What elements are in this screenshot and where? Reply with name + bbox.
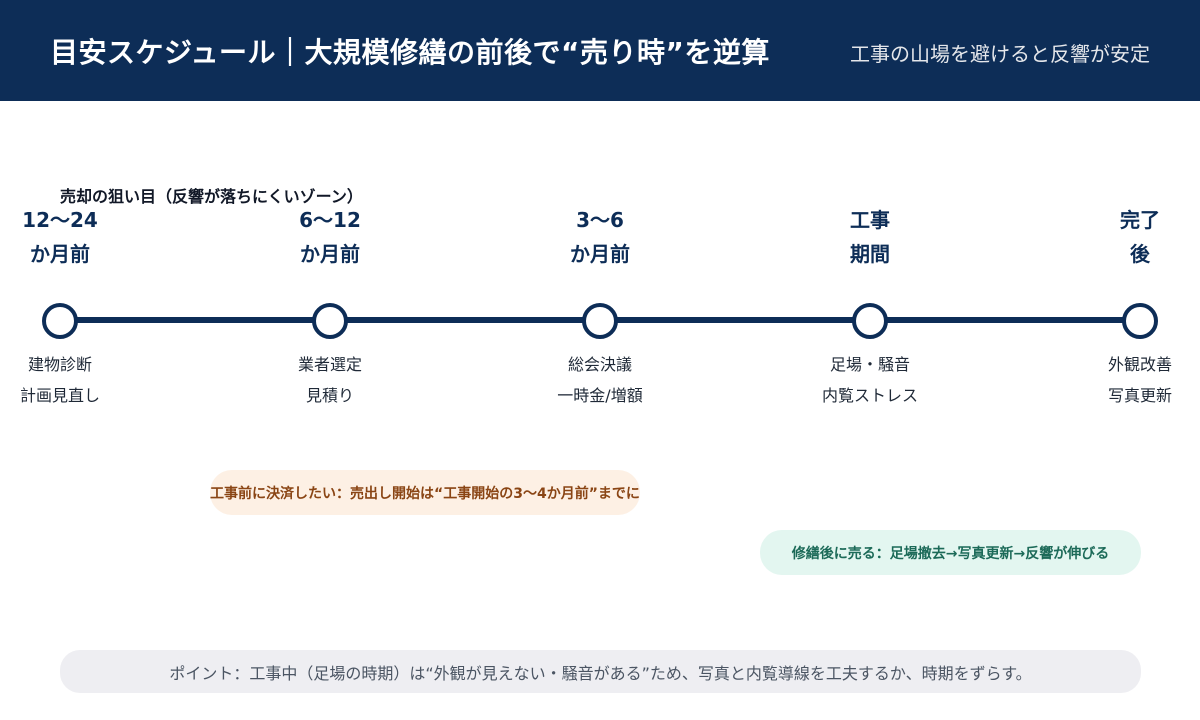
page-subtitle: 工事の山場を避けると反響が安定 — [850, 42, 1150, 66]
stage-task-4: 足場・騒音 内覧ストレス — [821, 355, 918, 405]
sell-zone-label: 売却の狙い目（反響が落ちにくいゾーン） — [60, 187, 363, 206]
stage-label-5: 完了 後 — [1120, 208, 1160, 266]
stage-task-5: 外観改善 写真更新 — [1107, 355, 1172, 405]
stage-label-1: 12〜24 か月前 — [22, 208, 98, 266]
timeline-node-4 — [852, 303, 888, 339]
footer-note: ポイント：工事中（足場の時期）は“外観が見えない・騒音がある”ため、写真と内覧導… — [60, 650, 1141, 693]
header-bar: 目安スケジュール｜大規模修繕の前後で“売り時”を逆算 工事の山場を避けると反響が… — [0, 0, 1200, 101]
stage-label-3: 3〜6 か月前 — [570, 208, 630, 266]
callout-before-construction: 工事前に決済したい：売出し開始は“工事開始の3〜4か月前”までに — [210, 470, 640, 515]
stage-label-2: 6〜12 か月前 — [299, 208, 361, 266]
timeline-node-1 — [42, 303, 78, 339]
timeline-node-3 — [582, 303, 618, 339]
stage-task-2: 業者選定 見積り — [297, 355, 362, 405]
stage-task-3: 総会決議 一時金/増額 — [557, 355, 643, 405]
page-title: 目安スケジュール｜大規模修繕の前後で“売り時”を逆算 — [50, 36, 770, 69]
timeline-node-2 — [312, 303, 348, 339]
timeline-node-5 — [1122, 303, 1158, 339]
stage-label-4: 工事 期間 — [850, 208, 890, 266]
stage-task-1: 建物診断 計画見直し — [19, 355, 100, 405]
callout-after-renovation: 修繕後に売る：足場撤去→写真更新→反響が伸びる — [760, 530, 1141, 575]
